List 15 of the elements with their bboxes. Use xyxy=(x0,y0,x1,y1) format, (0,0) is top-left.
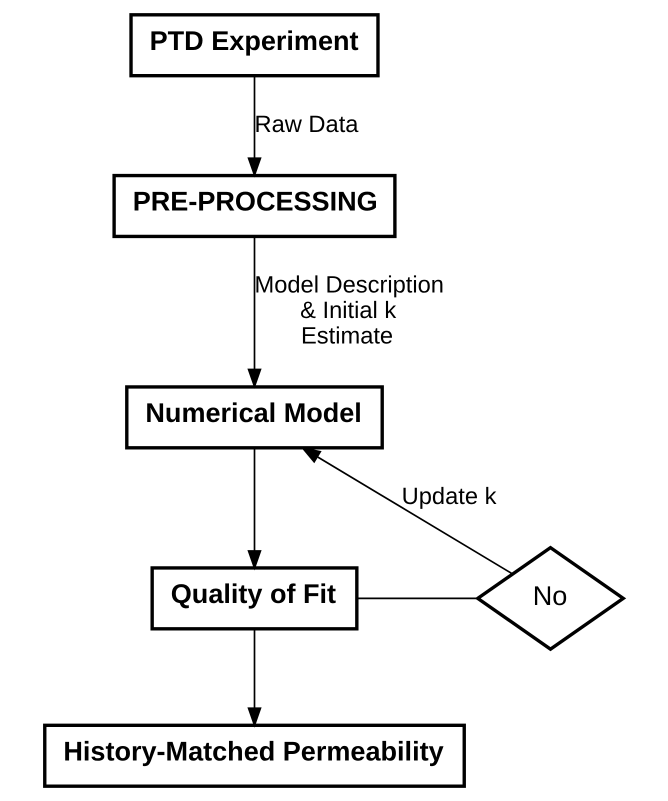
node-box: PRE-PROCESSING xyxy=(112,174,397,238)
arrow xyxy=(247,76,262,178)
node-box: Quality of Fit xyxy=(150,566,359,631)
edge-label: Raw Data xyxy=(254,112,358,138)
node-box: History-Matched Permeability xyxy=(43,724,466,788)
edge-label: Model Description & Initial k Estimate xyxy=(254,272,444,350)
node-box: Numerical Model xyxy=(125,385,384,450)
arrow xyxy=(247,236,262,389)
arrow xyxy=(300,446,514,575)
edge-label: Update k xyxy=(402,484,496,510)
node-diamond: No xyxy=(474,546,626,652)
node-box: PTD Experiment xyxy=(129,13,380,78)
connector xyxy=(357,598,478,600)
arrow xyxy=(247,629,262,728)
arrow xyxy=(247,448,262,570)
